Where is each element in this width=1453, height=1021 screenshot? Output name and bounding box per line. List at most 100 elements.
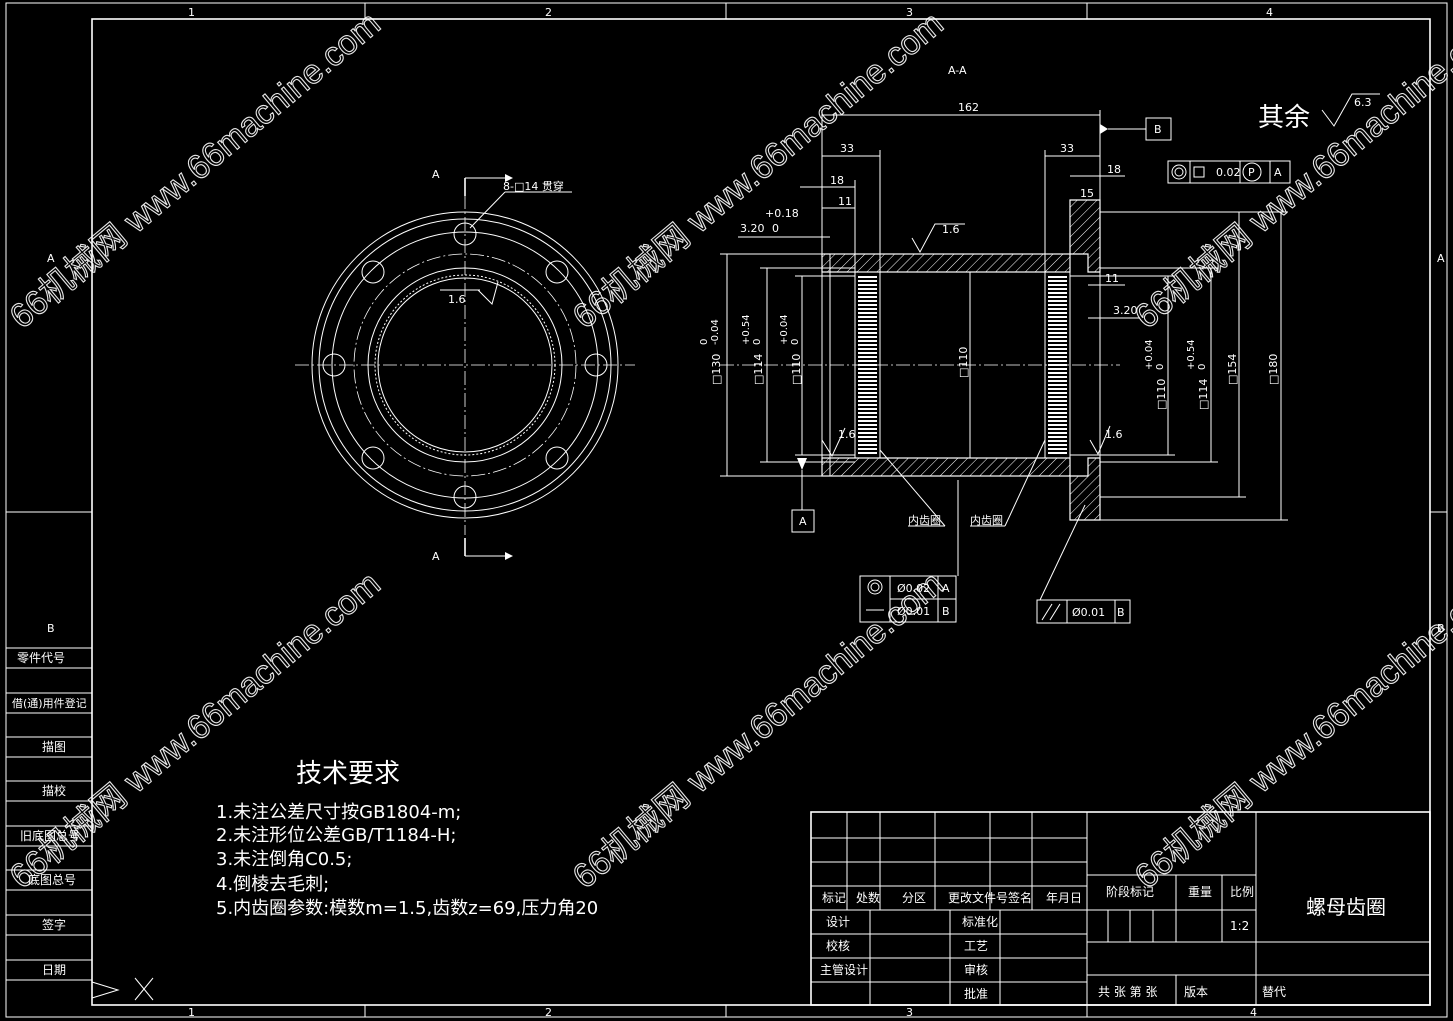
dim-right-11: 11	[1105, 272, 1119, 285]
dim-d114-left-tol-upper: +0.54	[741, 314, 752, 345]
roughness-right: 1.6	[1105, 428, 1123, 441]
tb-scale-value: 1:2	[1230, 919, 1249, 933]
tb-date: 年月日	[1046, 891, 1082, 905]
tb-scale: 比例	[1230, 885, 1254, 899]
section-mark-bottom: A	[432, 550, 440, 563]
dim-d130-tol-lower: -0.04	[710, 319, 721, 345]
gtol-top-modifier: P	[1248, 166, 1255, 179]
dim-d114-right: □114	[1197, 379, 1210, 410]
side-panel: B 零件代号 借(通)用件登记 描图 描校 旧底图总号 底图总号 签字 日期	[6, 622, 154, 1001]
dim-d110-right-tol-upper: +0.04	[1144, 339, 1155, 370]
side-item-borrowed: 借(通)用件登记	[12, 696, 87, 710]
datum-b-label: B	[1154, 123, 1162, 136]
dim-left-11: 11	[838, 195, 852, 208]
watermark-5: 66机械网 www.66machine.com	[566, 565, 951, 897]
dim-right-33: 33	[1060, 142, 1074, 155]
dim-right-18: 18	[1107, 163, 1121, 176]
tb-sign: 签名	[1008, 890, 1032, 905]
leader-label-1: 内齿圈	[908, 513, 941, 527]
gtol-frame-right: Ø0.01 B	[1036, 504, 1131, 624]
tb-approve: 批准	[964, 986, 988, 1001]
side-item-old-number: 旧底图总号	[20, 828, 80, 843]
dim-d114-right-tol-upper: +0.54	[1186, 339, 1197, 370]
watermark-1: 66机械网 www.66machine.com	[3, 5, 388, 337]
border-col-2-bottom: 2	[545, 1006, 552, 1019]
watermark-4: 66机械网 www.66machine.com	[3, 565, 388, 897]
dim-d130-tol-upper: 0	[699, 339, 710, 345]
gtol-frame-top: 0.02 P A	[1167, 160, 1291, 184]
dim-groove-tol-lower: 0	[772, 222, 779, 235]
gear-teeth-left	[858, 275, 877, 455]
dim-d110-left: □110	[790, 354, 803, 385]
tb-sheets: 共 张 第 张	[1098, 985, 1157, 999]
tb-design: 设计	[826, 915, 850, 929]
section-title: A-A	[948, 64, 967, 77]
leader-label-2: 内齿圈	[970, 513, 1003, 527]
side-item-part-code: 零件代号	[17, 651, 65, 665]
tech-req-item-3: 3.未注倒角C0.5;	[216, 849, 352, 870]
side-item-drafting: 描图	[42, 740, 66, 754]
tech-req-item-5: 5.内齿圈参数:模数m=1.5,齿数z=69,压力角20	[216, 898, 598, 919]
gtol-top-datum: A	[1274, 166, 1282, 179]
side-item-trace-check: 描校	[42, 783, 66, 798]
tb-part-name: 螺母齿圈	[1306, 895, 1386, 919]
tb-process: 工艺	[964, 939, 988, 953]
tb-version: 版本	[1184, 985, 1208, 999]
dim-d110-left-tol-lower: 0	[790, 339, 801, 345]
side-item-base-number: 底图总号	[28, 872, 76, 887]
tech-requirements: 技术要求 1.未注公差尺寸按GB1804-m; 2.未注形位公差GB/T1184…	[216, 759, 598, 919]
tech-req-item-2: 2.未注形位公差GB/T1184-H;	[216, 825, 456, 846]
dim-d110-left-tol-upper: +0.04	[779, 314, 790, 345]
tb-zone: 分区	[902, 891, 926, 905]
dim-d114-left: □114	[752, 354, 765, 385]
tb-chief: 主管设计	[820, 962, 868, 977]
tb-stage: 阶段标记	[1106, 884, 1154, 899]
title-block: 标记 处数 分区 更改文件号 签名 年月日 设计 标准化 校核 工艺 主管设计 …	[810, 811, 1431, 1006]
dim-groove-right: 3.20	[1113, 304, 1138, 317]
watermark-6: 66机械网 www.66machine.com	[1128, 565, 1453, 897]
dim-d130: □130	[710, 354, 723, 385]
roughness-top: 1.6	[942, 223, 960, 236]
border-col-2: 2	[545, 6, 552, 19]
dim-d110-center: □110	[957, 347, 970, 378]
border-row-a-left: A	[47, 252, 55, 265]
gtol-frame-left: Ø0.02 A Ø0.01 B	[859, 449, 959, 623]
watermark-2: 66机械网 www.66machine.com	[566, 5, 951, 337]
tb-weight: 重量	[1188, 885, 1212, 899]
tb-review: 审核	[964, 962, 988, 977]
gtol-left-row2-value: Ø0.01	[897, 605, 930, 618]
section-mark-top: A	[432, 168, 440, 181]
side-item-date: 日期	[42, 963, 66, 977]
tech-req-item-4: 4.倒棱去毛刺;	[216, 874, 329, 895]
front-view: A A 8-□14 贯穿 1.6	[295, 168, 635, 563]
dim-d114-right-tol-lower: 0	[1197, 364, 1208, 370]
dim-d110-right-tol-lower: 0	[1155, 364, 1166, 370]
section-view: A-A 162 B 33 33 18 18 11	[699, 64, 1380, 624]
gtol-right-value: Ø0.01	[1072, 606, 1105, 619]
dim-groove-tol-upper: +0.18	[765, 207, 799, 220]
dim-left-18: 18	[830, 174, 844, 187]
tb-standard: 标准化	[962, 915, 998, 929]
hole-note: 8-□14 贯穿	[503, 179, 564, 193]
bolt-holes	[322, 222, 608, 509]
watermarks: 66机械网 www.66machine.com 66机械网 www.66mach…	[2, 4, 1453, 897]
other-roughness-value: 6.3	[1354, 96, 1372, 109]
border-col-4: 4	[1266, 6, 1273, 19]
watermark-3: 66机械网 www.66machine.com	[1128, 5, 1453, 337]
gtol-left-row2-datum: B	[942, 605, 950, 618]
dim-groove-base: 3.20	[740, 222, 765, 235]
tech-req-item-1: 1.未注公差尺寸按GB1804-m;	[216, 802, 461, 823]
gtol-top-value: 0.02	[1216, 166, 1241, 179]
dim-right-15: 15	[1080, 187, 1094, 200]
border-col-1-bottom: 1	[188, 1006, 195, 1019]
border-row-a-right: A	[1437, 252, 1445, 265]
dim-d114-left-tol-lower: 0	[752, 339, 763, 345]
border-col-3-bottom: 3	[906, 1006, 913, 1019]
tech-req-title: 技术要求	[296, 759, 400, 789]
dim-d110-right: □110	[1155, 379, 1168, 410]
front-roughness: 1.6	[448, 293, 466, 306]
border-col-3: 3	[906, 6, 913, 19]
gtol-left-row1-value: Ø0.02	[897, 582, 930, 595]
side-panel-label-b: B	[47, 622, 55, 635]
